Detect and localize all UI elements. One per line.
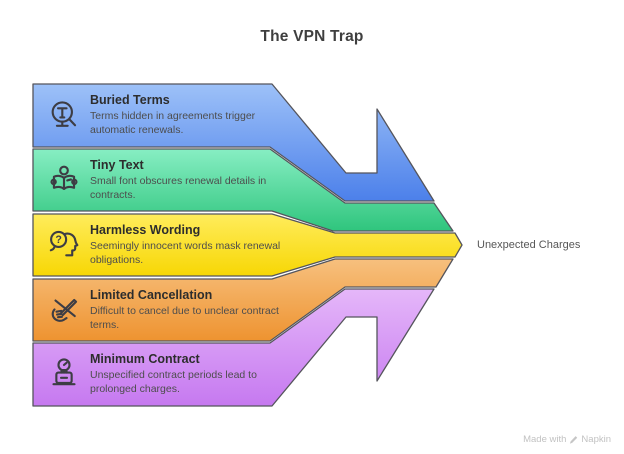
- watermark-brand: Napkin: [581, 434, 611, 445]
- band-shape-limited-cancellation: [32, 258, 454, 342]
- hand-pen-crossed-icon: [47, 294, 81, 328]
- step-title: Buried Terms: [90, 93, 170, 108]
- person-reading-icon: [47, 164, 81, 198]
- step-description: Terms hidden in agreements trigger autom…: [90, 110, 256, 136]
- watermark: Made with Napkin: [523, 434, 611, 445]
- step-title: Harmless Wording: [90, 223, 201, 238]
- pen-icon: [570, 435, 578, 444]
- page-title: The VPN Trap: [260, 28, 364, 45]
- step-title: Tiny Text: [90, 158, 144, 173]
- band-shape-minimum-contract: [32, 288, 435, 407]
- step-description: Unspecified contract periods lead to pro…: [90, 369, 257, 395]
- outcome-label: Unexpected Charges: [477, 239, 581, 251]
- band-shape-tiny-text: [32, 148, 454, 232]
- band-shape-harmless-wording: [32, 213, 463, 277]
- step-minimum-contract: Minimum Contract Unspecified contract pe…: [33, 343, 285, 406]
- step-description: Difficult to cancel due to unclear contr…: [90, 305, 279, 331]
- head-question-icon: ?: [47, 229, 81, 263]
- magnifier-terms-icon: [47, 99, 81, 133]
- step-tiny-text: Tiny Text Small font obscures renewal de…: [33, 149, 285, 212]
- clock-briefcase-icon: [47, 357, 81, 392]
- band-shape-buried-terms: [32, 83, 435, 202]
- step-harmless-wording: ? Harmless Wording Seemingly innocent wo…: [33, 214, 285, 277]
- step-description: Small font obscures renewal details in c…: [90, 175, 267, 201]
- watermark-made-with: Made with: [523, 434, 567, 445]
- svg-text:?: ?: [55, 234, 61, 246]
- step-title: Limited Cancellation: [90, 288, 213, 303]
- step-title: Minimum Contract: [90, 352, 200, 367]
- step-buried-terms: Buried Terms Terms hidden in agreements …: [33, 84, 285, 147]
- step-description: Seemingly innocent words mask renewal ob…: [90, 240, 281, 266]
- step-limited-cancellation: Limited Cancellation Difficult to cancel…: [33, 279, 285, 342]
